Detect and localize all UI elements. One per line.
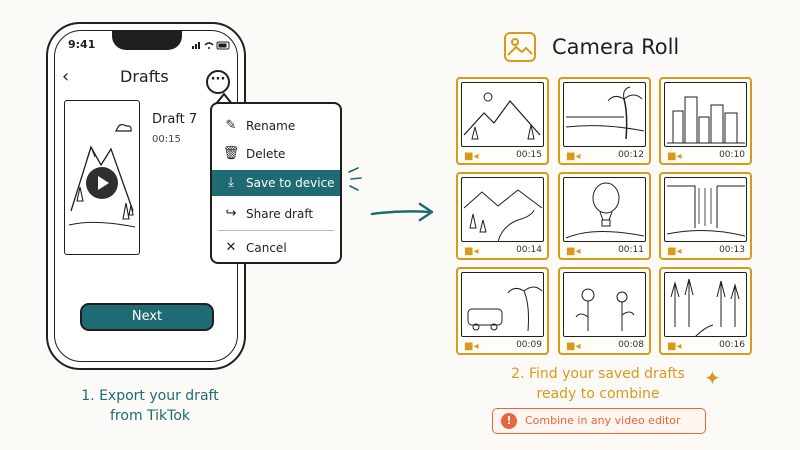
video-duration: 00:16: [719, 340, 745, 350]
waterfall-thumbnail: [664, 177, 747, 242]
video-camera-icon: ■◂: [667, 151, 682, 162]
step-1-line-2: from TikTok: [110, 408, 190, 424]
video-duration: 00:09: [516, 340, 542, 350]
city-skyline-thumbnail: [664, 82, 747, 147]
menu-item-label: Delete: [246, 147, 286, 161]
camera-roll-grid: ■◂ 00:15 ■◂ 00:12 ■◂ 00:10 ■◂ 00:14 ■◂ 0…: [456, 77, 754, 355]
phone-notch: [112, 30, 182, 50]
forest-path-thumbnail: [664, 272, 747, 337]
menu-divider: [218, 230, 334, 231]
step-1-line-1: 1. Export your draft: [81, 388, 219, 404]
step-1-caption: 1. Export your draft from TikTok: [62, 386, 238, 426]
video-tile[interactable]: ■◂ 00:14: [456, 172, 549, 260]
next-button[interactable]: Next: [80, 303, 214, 331]
status-icons: [192, 41, 230, 50]
menu-item-rename[interactable]: ✎ Rename: [212, 113, 340, 139]
draft-name: Draft 7: [152, 112, 198, 127]
video-duration: 00:13: [719, 245, 745, 255]
video-duration: 00:11: [618, 245, 644, 255]
video-camera-icon: ■◂: [566, 341, 581, 352]
menu-item-save-to-device[interactable]: ⤓ Save to device: [212, 170, 340, 196]
trash-icon: 🗑: [222, 146, 240, 161]
arrow-right-icon: [370, 202, 434, 222]
step-2-line-1: 2. Find your saved drafts: [511, 366, 685, 382]
video-camera-icon: ■◂: [566, 246, 581, 257]
menu-item-label: Share draft: [246, 207, 314, 221]
video-tile[interactable]: ■◂ 00:11: [558, 172, 651, 260]
video-duration: 00:12: [618, 150, 644, 160]
pencil-icon: ✎: [225, 118, 237, 133]
menu-item-delete[interactable]: 🗑 Delete: [212, 141, 340, 167]
video-duration: 00:10: [719, 150, 745, 160]
mountains-sun-thumbnail: [461, 82, 544, 147]
video-tile[interactable]: ■◂ 00:10: [659, 77, 752, 165]
status-time: 9:41: [68, 38, 96, 51]
menu-item-share-draft[interactable]: ↪ Share draft: [212, 201, 340, 227]
battery-icon: [216, 41, 230, 50]
video-tile[interactable]: ■◂ 00:08: [558, 267, 651, 355]
step-2-line-2: ready to combine: [536, 386, 660, 402]
video-tile[interactable]: ■◂ 00:09: [456, 267, 549, 355]
menu-item-label: Cancel: [246, 241, 287, 255]
sparkle-icon: ✦: [704, 366, 721, 390]
menu-item-label: Rename: [246, 119, 296, 133]
menu-item-cancel[interactable]: ✕ Cancel: [212, 235, 340, 261]
mountain-drawing: [68, 123, 136, 228]
emphasis-marks: [348, 167, 362, 191]
page-title: Drafts: [120, 67, 169, 86]
video-camera-icon: ■◂: [667, 341, 682, 352]
gallery-icon: [504, 32, 536, 62]
video-tile[interactable]: ■◂ 00:16: [659, 267, 752, 355]
video-camera-icon: ■◂: [464, 151, 479, 162]
video-duration: 00:15: [516, 150, 542, 160]
hot-air-balloon-thumbnail: [563, 177, 646, 242]
alert-icon: !: [501, 413, 517, 429]
video-tile[interactable]: ■◂ 00:12: [558, 77, 651, 165]
menu-item-label: Save to device: [246, 176, 335, 190]
video-duration: 00:08: [618, 340, 644, 350]
van-palm-thumbnail: [461, 272, 544, 337]
video-camera-icon: ■◂: [464, 246, 479, 257]
camera-roll-title: Camera Roll: [552, 35, 680, 59]
video-camera-icon: ■◂: [464, 341, 479, 352]
tip-badge: ! Combine in any video editor: [492, 408, 706, 434]
download-icon: ⤓: [228, 175, 234, 190]
wifi-icon: [204, 42, 214, 46]
signal-icon: [192, 46, 194, 49]
share-icon: ↪: [225, 206, 237, 221]
flowers-thumbnail: [563, 272, 646, 337]
play-button[interactable]: [86, 167, 118, 199]
beach-palm-thumbnail: [563, 82, 646, 147]
video-camera-icon: ■◂: [667, 246, 682, 257]
step-2-caption: 2. Find your saved drafts ready to combi…: [488, 364, 708, 404]
more-options-button[interactable]: ···: [206, 70, 230, 94]
tip-text: Combine in any video editor: [525, 414, 681, 427]
video-camera-icon: ■◂: [566, 151, 581, 162]
video-tile[interactable]: ■◂ 00:15: [456, 77, 549, 165]
video-duration: 00:14: [516, 245, 542, 255]
context-menu: ✎ Rename 🗑 Delete ⤓ Save to device ↪ Sha…: [210, 102, 342, 264]
draft-duration: 00:15: [152, 134, 181, 145]
back-arrow-icon[interactable]: ‹: [62, 66, 70, 87]
close-icon: ✕: [225, 240, 237, 255]
valley-road-thumbnail: [461, 177, 544, 242]
menu-pointer: [215, 92, 233, 105]
video-tile[interactable]: ■◂ 00:13: [659, 172, 752, 260]
